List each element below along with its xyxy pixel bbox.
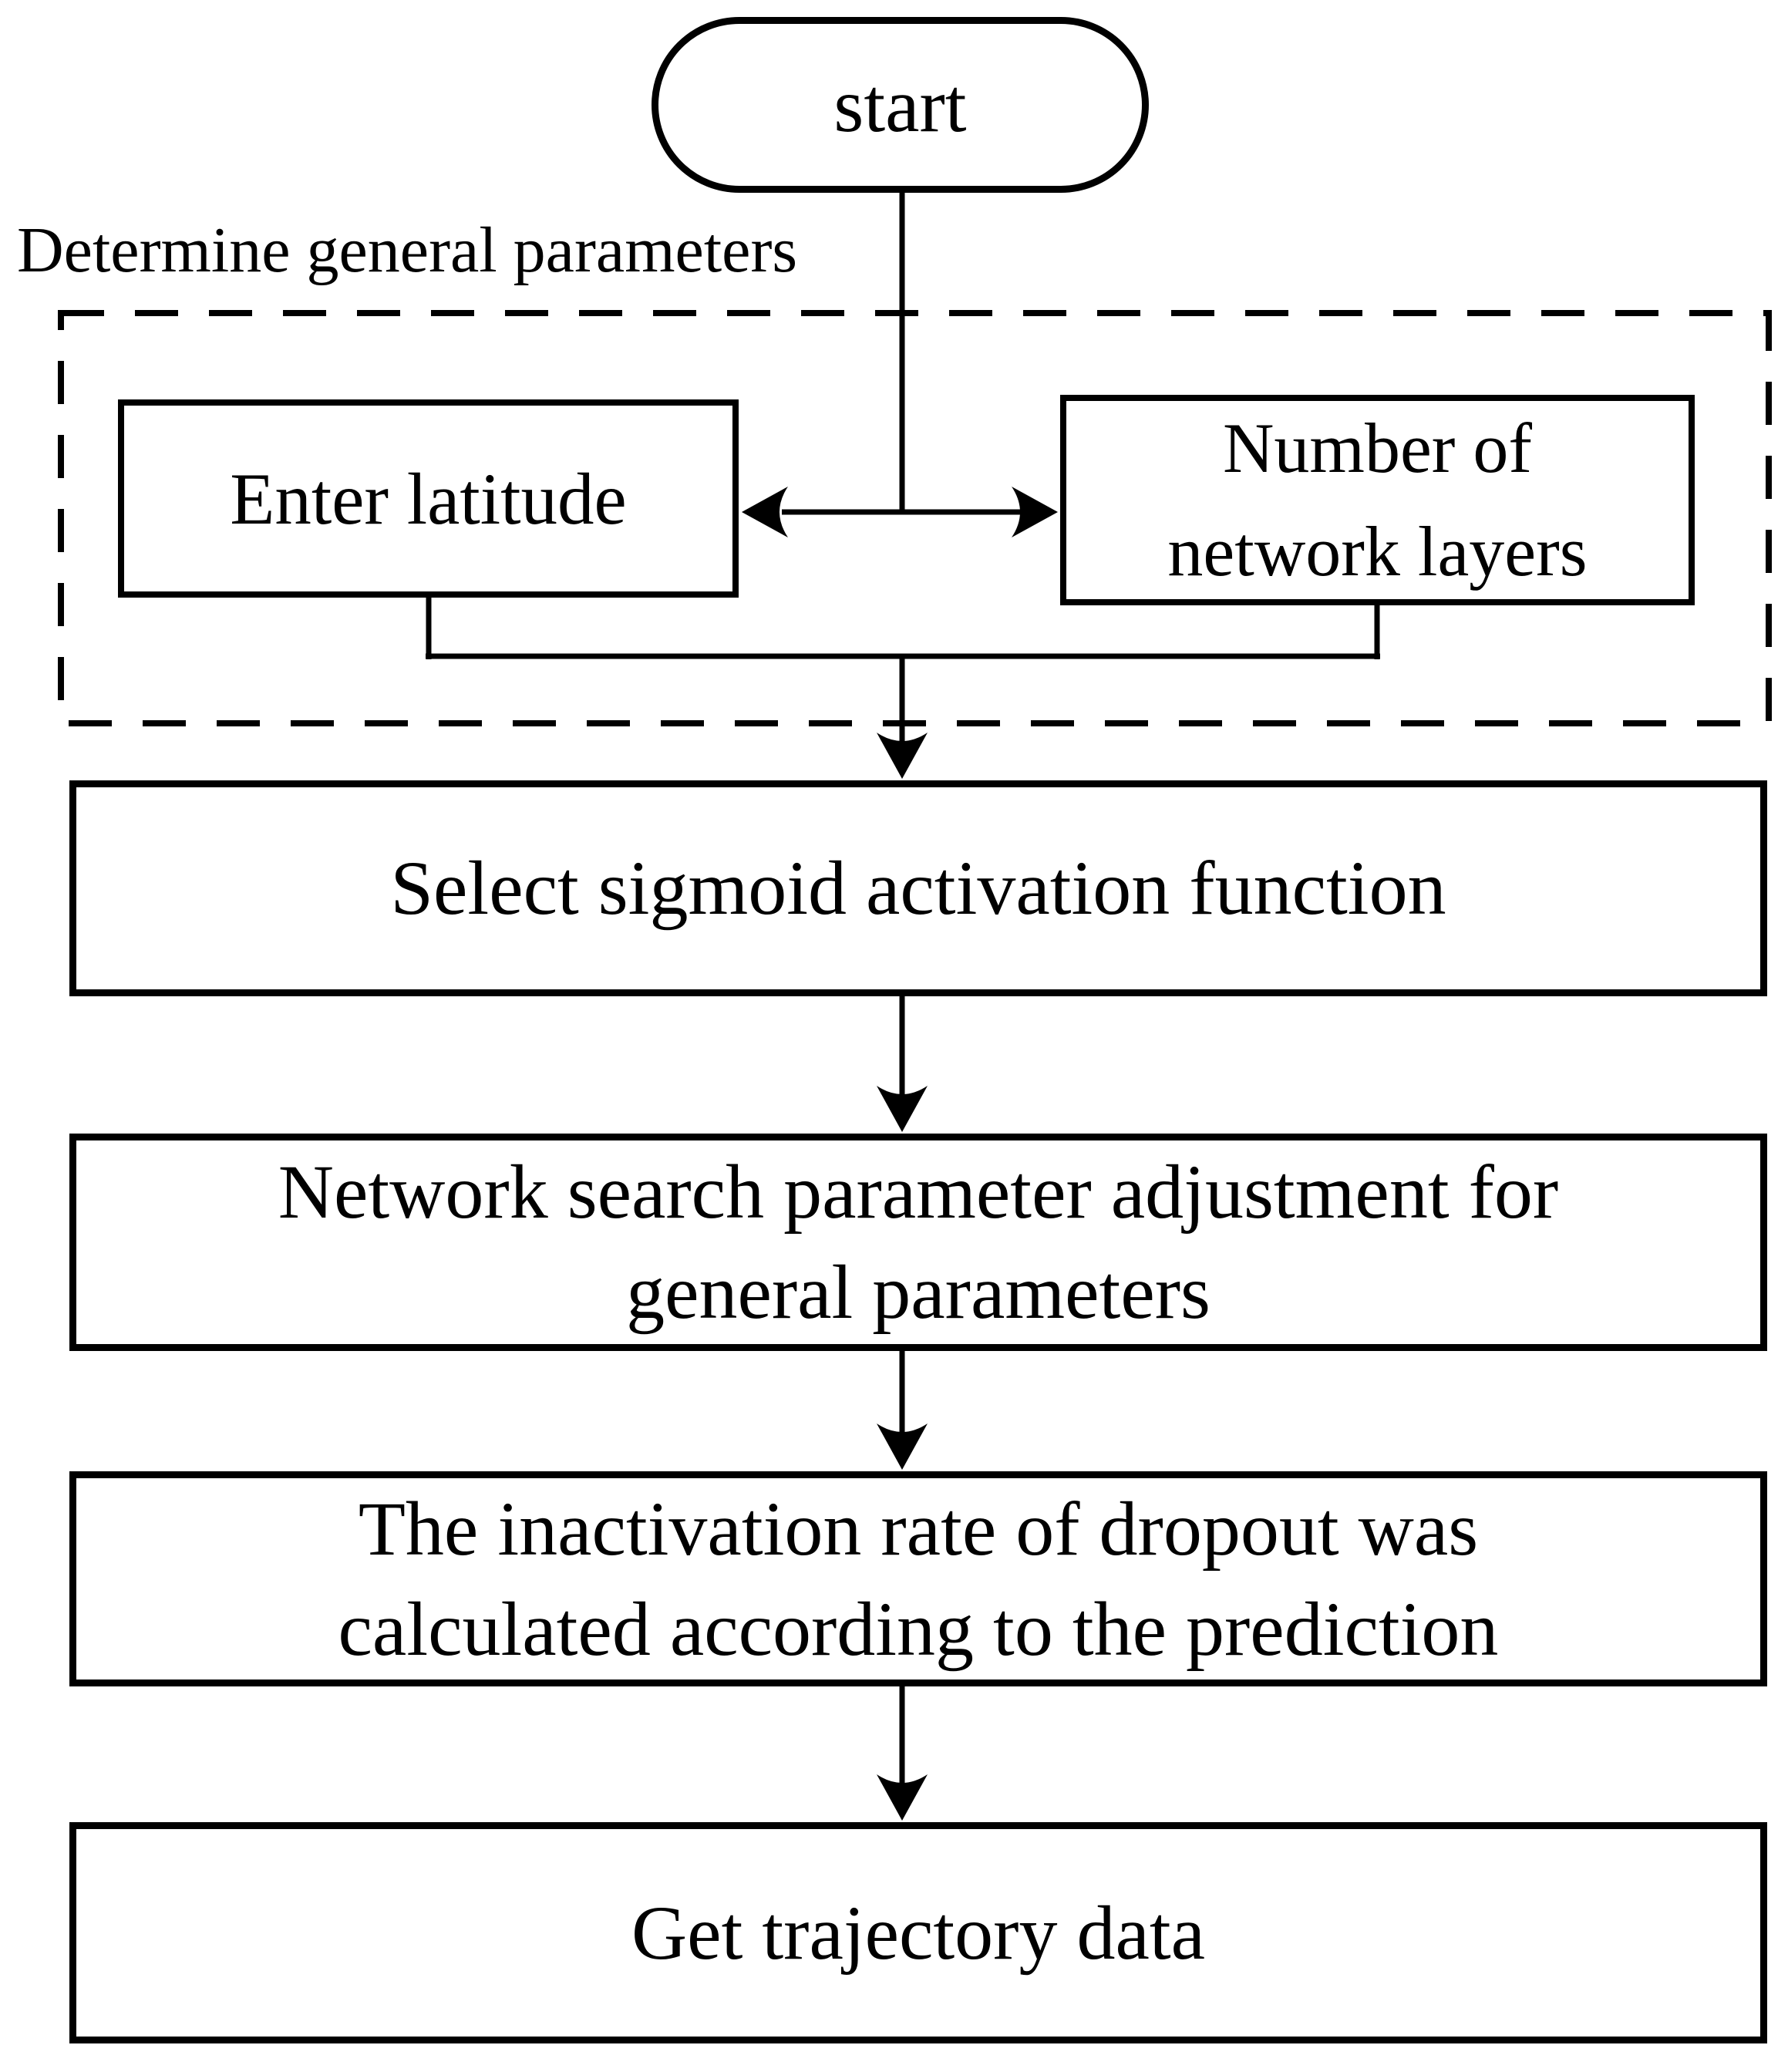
number-layers-line-1: Number of — [1222, 409, 1533, 488]
select-sigmoid-box: Select sigmoid activation function — [69, 780, 1767, 996]
number-of-network-layers-box: Number of network layers — [1060, 395, 1695, 605]
arrow-to-select-sigmoid — [877, 656, 928, 779]
arrow-start-split — [782, 190, 1022, 515]
enter-latitude-label: Enter latitude — [230, 457, 627, 540]
arrow-to-get-trajectory — [877, 1685, 928, 1821]
get-trajectory-box: Get trajectory data — [69, 1822, 1767, 2043]
network-search-line-1: Network search parameter adjustment for — [278, 1149, 1559, 1235]
enter-latitude-box: Enter latitude — [118, 399, 739, 598]
group-label: Determine general parameters — [17, 214, 798, 286]
merge-connector — [426, 596, 1380, 659]
arrowhead-to-enter-latitude — [742, 487, 788, 537]
dashed-group-box — [58, 310, 1772, 726]
arrow-to-dropout-rate — [877, 1349, 928, 1470]
number-layers-line-2: network layers — [1167, 511, 1588, 591]
network-search-box: Network search parameter adjustment for … — [69, 1134, 1767, 1351]
get-trajectory-label: Get trajectory data — [631, 1889, 1206, 1976]
dropout-rate-box: The inactivation rate of dropout was cal… — [69, 1471, 1767, 1686]
dropout-rate-line-1: The inactivation rate of dropout was — [358, 1485, 1479, 1572]
dropout-rate-line-2: calculated according to the prediction — [338, 1585, 1499, 1672]
start-node: start — [652, 17, 1149, 193]
start-label: start — [833, 62, 967, 148]
select-sigmoid-label: Select sigmoid activation function — [390, 845, 1446, 931]
arrow-to-network-search — [877, 995, 928, 1132]
network-search-line-2: general parameters — [626, 1249, 1211, 1335]
